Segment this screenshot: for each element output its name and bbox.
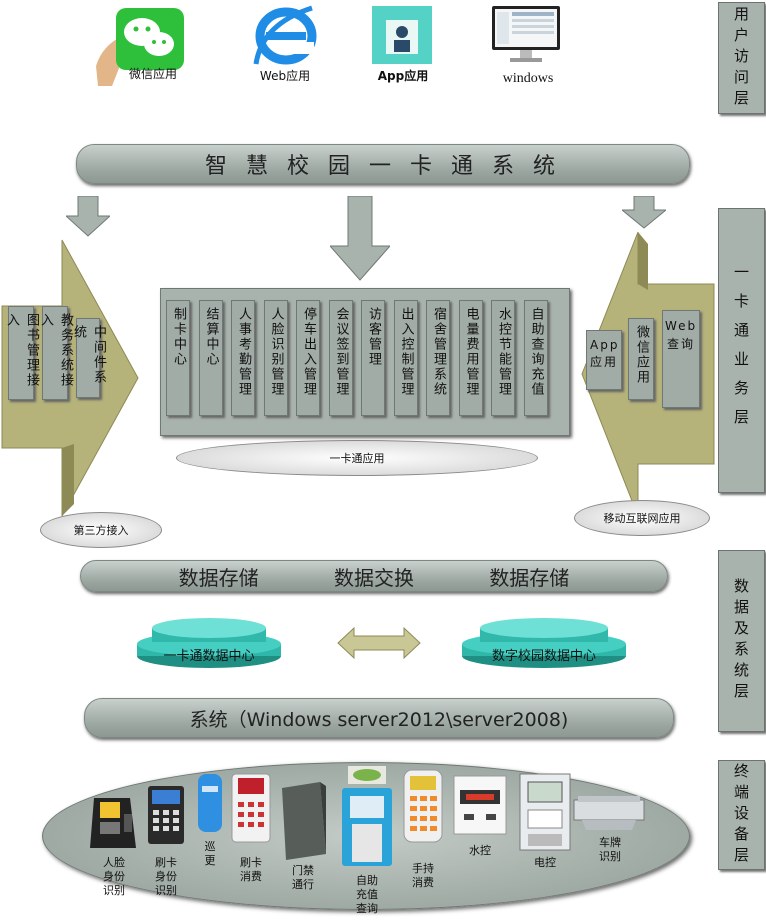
device-label-kiosk: 自助 充值 查询 (356, 874, 378, 915)
card-module-label: 出入控制管理 (398, 307, 414, 397)
card-module: 水控节能管理 (491, 300, 515, 416)
card-module-label: 停车出入管理 (301, 307, 316, 397)
app-label-wechat: 微信应用 (128, 67, 177, 81)
layer-user-access: 用户访问层 (718, 2, 765, 114)
card-module-label: 制卡中心 (171, 307, 186, 367)
layer-label: 数据及系统层 (732, 578, 750, 704)
self-service-kiosk (342, 766, 392, 866)
card-module-label: 人事考勤管理 (236, 307, 251, 397)
card-module-label: 自助查询充值 (528, 307, 544, 397)
card-module: 出入控制管理 (393, 300, 418, 416)
device-label-water: 水控 (469, 844, 491, 857)
web-app (252, 4, 320, 66)
card-module-label: 会议签到管理 (333, 307, 349, 397)
down-arrow-right (622, 196, 666, 229)
card-module: 宿舍管理系统 (426, 300, 450, 416)
card-module: 会议签到管理 (328, 300, 353, 416)
module-mobile-app: App应用 (586, 330, 622, 390)
windows-app (490, 4, 562, 64)
data-storage-2: 数据存储 (489, 565, 570, 590)
layer-data-system: 数据及系统层 (718, 550, 765, 732)
data-exchange: 数据交换 (333, 565, 414, 590)
layer-label: 终端设备层 (732, 762, 750, 868)
campus-data-center-label: 数字校园数据中心 (491, 649, 596, 664)
third-party-arrow (1, 239, 139, 517)
campus-data-center-disk (462, 618, 626, 668)
layer-card-business: 一卡通业务层 (718, 208, 765, 493)
down-arrow-center (330, 196, 390, 281)
card-id-device (148, 786, 184, 844)
data-storage-1: 数据存储 (178, 565, 259, 590)
device-label-card-id: 刷卡 身份 识别 (155, 856, 177, 897)
device-label-electric: 电控 (534, 856, 556, 869)
module-library: 图书管理接入 (4, 306, 39, 400)
layer-label: 一卡通业务层 (732, 263, 750, 438)
module-middleware: 中间件系统 (71, 318, 106, 398)
card-module-label: 电量费用管理 (463, 307, 479, 397)
license-plate-camera (573, 796, 645, 830)
face-recognition-device (90, 798, 136, 848)
main-title-bar: 智 慧 校 园 一 卡 通 系 统 (76, 144, 690, 184)
layer-label: 用户访问层 (732, 5, 750, 111)
layer-terminal-device: 终端设备层 (718, 760, 765, 870)
card-module-label: 人脸识别管理 (268, 307, 284, 397)
card-module: 人事考勤管理 (231, 300, 255, 416)
card-module-label: 结算中心 (203, 307, 219, 367)
wechat-app (92, 6, 187, 88)
device-label-face: 人脸 身份 识别 (103, 856, 125, 897)
access-control-device (282, 782, 326, 860)
device-label-pos: 刷卡 消费 (240, 856, 262, 883)
module-academic: 教务系统接入 (38, 306, 73, 400)
mobile-app-icon (372, 6, 432, 64)
system-label: 系统（Windows server2012\server2008) (189, 708, 569, 731)
handheld-pos-device (403, 769, 443, 843)
card-module: 访客管理 (361, 300, 385, 416)
bidirectional-arrow (337, 626, 421, 660)
module-mobile-wechat: 微信应用 (628, 318, 654, 400)
card-data-center-label: 一卡通数据中心 (163, 649, 255, 664)
card-module: 人脸识别管理 (263, 300, 288, 416)
mobile-app (372, 6, 432, 64)
card-module-label: 水控节能管理 (496, 307, 511, 397)
mobile-label: 移动互联网应用 (574, 500, 710, 536)
card-module: 停车出入管理 (296, 300, 320, 416)
card-module-label: 宿舍管理系统 (431, 307, 446, 397)
device-label-handheld: 手持 消费 (412, 862, 434, 889)
app-label-windows: windows (502, 71, 554, 86)
down-arrow-left (66, 196, 110, 237)
card-data-center-disk (137, 618, 281, 668)
app-label-app: App应用 (377, 69, 429, 83)
third-party-label: 第三方接入 (40, 512, 162, 548)
device-label-patrol: 巡 更 (204, 840, 216, 867)
app-label-web: Web应用 (259, 69, 311, 83)
device-label-plate: 车牌 识别 (599, 836, 621, 863)
card-module: 自助查询充值 (523, 300, 548, 416)
data-bar: 数据存储 数据交换 数据存储 (80, 560, 668, 592)
main-title: 智 慧 校 园 一 卡 通 系 统 (205, 154, 561, 179)
device-label-access: 门禁 通行 (292, 864, 314, 891)
card-module: 制卡中心 (166, 300, 190, 416)
module-mobile-web: Web查询 (662, 310, 700, 408)
card-app-label: 一卡通应用 (176, 440, 538, 476)
ie-browser-icon (253, 5, 317, 65)
system-bar: 系统（Windows server2012\server2008) (84, 698, 674, 738)
card-module: 结算中心 (198, 300, 223, 416)
monitor-icon (492, 6, 560, 62)
card-module-label: 访客管理 (366, 307, 381, 367)
patrol-device (198, 774, 222, 832)
wechat-icon (96, 8, 184, 86)
water-control-device (453, 775, 507, 835)
pos-device (231, 773, 271, 843)
card-module: 电量费用管理 (458, 300, 483, 416)
electricity-control-device (519, 773, 571, 851)
